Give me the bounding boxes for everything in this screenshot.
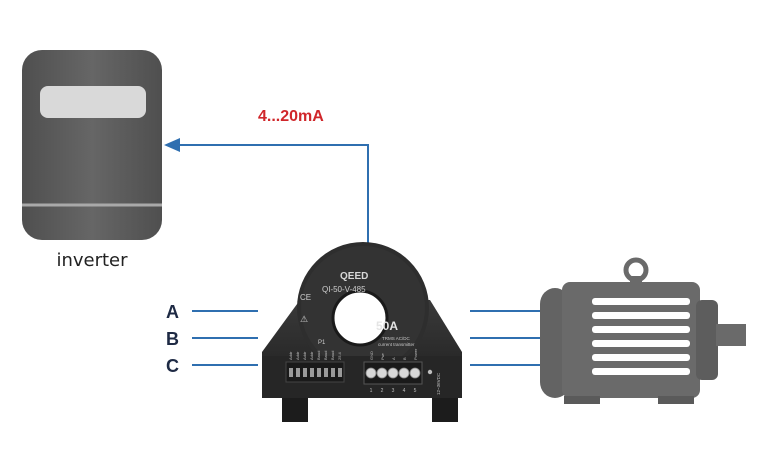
dip-label: P1 bbox=[318, 340, 326, 346]
phase-label-a: A bbox=[166, 302, 179, 322]
ce-mark: CE bbox=[300, 293, 311, 302]
terminal-number: 4 bbox=[403, 388, 406, 394]
dip-switch-label: Baud bbox=[330, 351, 335, 360]
dip-switch-label: Addr bbox=[295, 351, 300, 360]
sensor-rating: 50A bbox=[376, 319, 398, 333]
terminal-number: 3 bbox=[392, 388, 395, 394]
terminal-label: Power bbox=[413, 348, 418, 360]
dip-switch-block bbox=[285, 361, 345, 383]
dip-switch-label: Addr bbox=[288, 351, 293, 360]
terminal-label: B bbox=[402, 357, 407, 360]
dip-switch-label: Addr bbox=[309, 351, 314, 360]
dip-switch-label: Addr bbox=[302, 351, 307, 360]
phase-lines-right bbox=[470, 310, 548, 366]
inverter-icon bbox=[22, 50, 162, 240]
inverter-label: inverter bbox=[56, 250, 128, 271]
sensor-aperture bbox=[331, 289, 389, 347]
signal-label: 4...20mA bbox=[258, 108, 324, 125]
phase-lines-left bbox=[192, 310, 258, 366]
warning-icon: ⚠ bbox=[300, 314, 308, 324]
dip-switch-label: Baud bbox=[323, 351, 328, 360]
motor-icon bbox=[540, 257, 746, 404]
dip-switch-label: Baud bbox=[316, 351, 321, 360]
terminal-label: Pwr bbox=[380, 352, 385, 360]
current-sensor: QEED QI-50-V-485 CE ⚠ 50A TRMS AC/DC cur… bbox=[262, 242, 462, 422]
sensor-desc-line2: current transmitter bbox=[378, 342, 415, 347]
sensor-model: QI-50-V-485 bbox=[322, 285, 366, 294]
terminal-label: GND bbox=[369, 351, 374, 360]
sensor-side-label: 12~36VDC bbox=[436, 372, 441, 395]
terminal-label: A bbox=[391, 357, 396, 360]
phase-label-c: C bbox=[166, 356, 179, 376]
terminal-number: 1 bbox=[370, 388, 373, 394]
phase-label-b: B bbox=[166, 329, 179, 349]
dip-switch-label: 25.4 bbox=[337, 351, 342, 360]
sensor-desc-line1: TRMS AC/DC bbox=[382, 336, 411, 341]
signal-arrow bbox=[164, 138, 369, 248]
terminal-number: 5 bbox=[414, 388, 417, 394]
terminal-number: 2 bbox=[381, 388, 384, 394]
sensor-brand: QEED bbox=[340, 271, 368, 282]
power-led bbox=[427, 369, 433, 375]
